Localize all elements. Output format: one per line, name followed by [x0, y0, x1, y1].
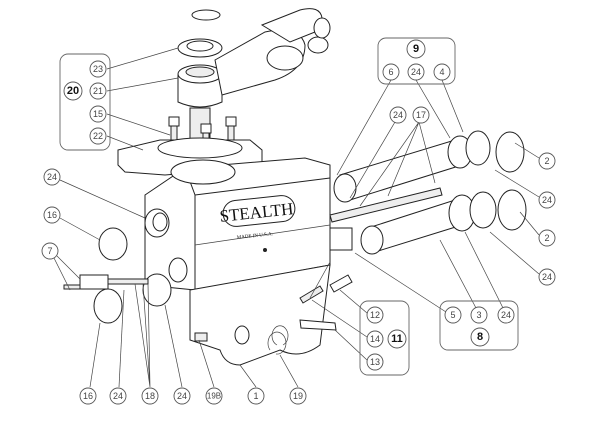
actuator-5	[329, 227, 353, 251]
part-16-upper	[98, 227, 128, 261]
callout-label: 11	[391, 333, 403, 345]
assembly-drawing: STEALTH MADE IN U.S.A.	[63, 8, 527, 366]
cylinder-lower	[360, 189, 527, 255]
callout-label: 24	[393, 110, 403, 120]
callout-label: 24	[113, 391, 123, 401]
callout-label: 12	[370, 310, 380, 320]
callout-group-8: 8 5 3 24	[444, 306, 515, 347]
callout-label: 22	[93, 131, 103, 141]
part-16-lower	[93, 288, 123, 324]
callout-label: 7	[47, 246, 52, 256]
part-7-bracket	[79, 274, 109, 290]
main-valve-block: STEALTH MADE IN U.S.A.	[142, 157, 331, 366]
spring-17	[329, 187, 443, 223]
callout-label: 4	[439, 67, 444, 77]
callout-label: 24	[411, 67, 421, 77]
callout-label: 24	[501, 310, 511, 320]
swivel-elbow	[177, 8, 331, 149]
callout-label: 16	[47, 210, 57, 220]
callouts-bottom: 16 24 18 24 19B 1 19	[79, 387, 307, 405]
callout-label: 2	[544, 233, 549, 243]
cylinder-upper	[333, 130, 525, 203]
group-20-box	[59, 53, 111, 151]
callout-label: 2	[544, 156, 549, 166]
callouts-left: 24 16 7	[41, 168, 61, 260]
callout-label: 9	[413, 43, 419, 55]
group-8-box	[439, 300, 519, 351]
callout-group-9: 9 6 24 4	[382, 39, 451, 81]
callout-group-11: 11 12 14 13	[366, 306, 407, 371]
made-in-usa-text: MADE IN U.S.A.	[237, 232, 274, 241]
callout-label: 16	[83, 391, 93, 401]
callout-label: 14	[370, 334, 380, 344]
callout-label: 19	[293, 391, 303, 401]
group-9-box	[377, 37, 456, 85]
callout-group-20: 20 23 21 15 22	[63, 60, 107, 145]
leader-lines	[53, 47, 540, 388]
callouts-right: 2 24 2 24	[538, 152, 556, 286]
callout-label: 24	[542, 195, 552, 205]
callout-label: 6	[388, 67, 393, 77]
callout-label: 24	[177, 391, 187, 401]
callout-label: 8	[477, 331, 483, 343]
callout-label: 23	[93, 64, 103, 74]
callout-label: 1	[253, 391, 258, 401]
callout-label: 13	[370, 357, 380, 367]
callout-label: 18	[145, 391, 155, 401]
callout-label: 20	[67, 85, 79, 97]
callout-label: 21	[93, 86, 103, 96]
spring-14	[299, 285, 324, 304]
callout-label: 3	[476, 310, 481, 320]
callout-label: 5	[450, 310, 455, 320]
callouts-upper: 24 17	[389, 106, 430, 124]
callout-label: 17	[416, 110, 426, 120]
group-11-box	[359, 300, 410, 376]
callout-label: 24	[47, 172, 57, 182]
callout-label: 15	[93, 109, 103, 119]
callout-label: 19B	[207, 392, 221, 401]
callout-label: 24	[542, 272, 552, 282]
